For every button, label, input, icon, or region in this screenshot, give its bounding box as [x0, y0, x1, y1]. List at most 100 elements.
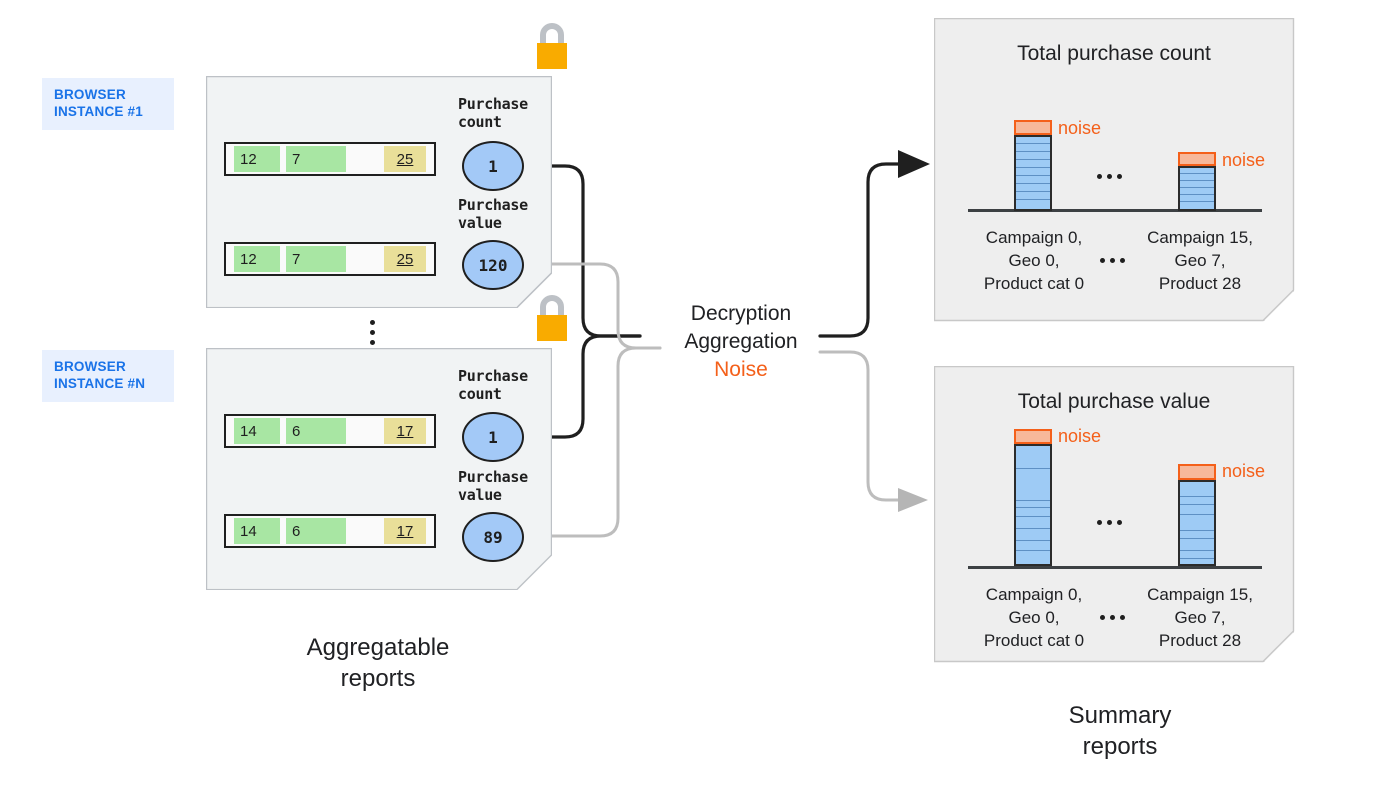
bar-segment	[1016, 175, 1050, 176]
bar-segment	[1180, 201, 1214, 202]
ellipsis-dot	[1110, 258, 1115, 263]
noise-cap-value-campaign-15	[1178, 464, 1216, 480]
key-cell-2: 7	[286, 246, 346, 272]
ellipsis-dot	[370, 320, 375, 325]
ellipsis-dot	[1100, 258, 1105, 263]
ellipsis-dot	[1107, 174, 1112, 179]
category-label-count-0: Campaign 0, Geo 0, Product cat 0	[983, 228, 1085, 293]
key-cell-2: 6	[286, 418, 346, 444]
noise-label-value-0: noise	[1058, 426, 1102, 446]
bar-segment	[1180, 530, 1214, 531]
bar-segment	[1180, 514, 1214, 515]
bar-segment	[1180, 558, 1214, 559]
bar-segment	[1016, 167, 1050, 168]
value-cell: 25	[384, 146, 426, 172]
noise-label-count-1: noise	[1222, 150, 1266, 170]
ellipsis-dot	[1097, 520, 1102, 525]
bar-segment	[1016, 528, 1050, 529]
browser-instance-n-badge: BROWSER INSTANCE #N	[42, 350, 174, 402]
category-label-value-1: Campaign 15, Geo 7, Product 28	[1147, 585, 1253, 650]
bar-value-campaign-15	[1178, 480, 1216, 566]
key-cell-1: 14	[234, 418, 280, 444]
key-cell-1: 14	[234, 518, 280, 544]
key-cell-1: 12	[234, 246, 280, 272]
ellipsis-dot	[370, 330, 375, 335]
process-decryption: Decryption	[690, 302, 792, 325]
chart-gap-ellipsis-value	[1097, 520, 1122, 525]
chart-axis-count	[968, 209, 1262, 212]
bar-segment	[1180, 538, 1214, 539]
key-cell-1: 12	[234, 146, 280, 172]
metric-label-purchase-count: Purchase count	[458, 367, 528, 403]
bar-segment	[1180, 173, 1214, 174]
metric-bubble-purchase-count: 1	[462, 141, 524, 191]
bar-segment	[1180, 504, 1214, 505]
ellipsis-dot	[370, 340, 375, 345]
metric-bubble-purchase-value: 89	[462, 512, 524, 562]
chart-axis-value	[968, 566, 1262, 569]
category-label-value-0: Campaign 0, Geo 0, Product cat 0	[983, 585, 1085, 650]
summary-title-count: Total purchase count	[1017, 42, 1211, 65]
metric-label-purchase-value: Purchase value	[458, 196, 528, 232]
bar-segment	[1016, 507, 1050, 508]
browser-instance-1-badge: BROWSER INSTANCE #1	[42, 78, 174, 130]
padlock-icon	[537, 23, 567, 69]
category-label-count-1: Campaign 15, Geo 7, Product 28	[1147, 228, 1253, 293]
ellipsis-dot	[1100, 615, 1105, 620]
bar-value-campaign-0	[1014, 444, 1052, 566]
metric-label-purchase-count: Purchase count	[458, 95, 528, 131]
process-aggregation: Aggregation	[684, 330, 798, 353]
noise-label-value-1: noise	[1222, 461, 1266, 481]
noise-cap-count-campaign-0	[1014, 120, 1052, 135]
ellipsis-dot	[1120, 615, 1125, 620]
value-cell-text: 17	[396, 422, 414, 440]
bar-segment	[1016, 143, 1050, 144]
metric-label-purchase-value: Purchase value	[458, 468, 528, 504]
bar-segment	[1016, 540, 1050, 541]
caption-aggregatable-reports: Aggregatable reports	[306, 634, 450, 692]
bar-segment	[1016, 550, 1050, 551]
bar-segment	[1180, 550, 1214, 551]
bar-segment	[1016, 516, 1050, 517]
aggregatable-key-row: 12 7 25	[224, 242, 436, 276]
bar-count-campaign-15	[1178, 166, 1216, 211]
noise-label-count-0: noise	[1058, 118, 1102, 138]
metric-bubble-purchase-value: 120	[462, 240, 524, 290]
noise-cap-value-campaign-0	[1014, 429, 1052, 444]
bar-segment	[1016, 159, 1050, 160]
bar-segment	[1016, 191, 1050, 192]
chart-gap-ellipsis-count	[1097, 174, 1122, 179]
value-cell: 25	[384, 246, 426, 272]
metric-bubble-purchase-count: 1	[462, 412, 524, 462]
value-cell-text: 25	[396, 150, 414, 168]
instances-vertical-ellipsis	[370, 320, 375, 345]
bar-count-campaign-0	[1014, 135, 1052, 211]
ellipsis-dot	[1110, 615, 1115, 620]
ellipsis-dot	[1120, 258, 1125, 263]
category-gap-ellipsis-count	[1100, 258, 1125, 263]
padlock-icon	[537, 295, 567, 341]
ellipsis-dot	[1117, 520, 1122, 525]
value-cell-text: 17	[396, 522, 414, 540]
ellipsis-dot	[1117, 174, 1122, 179]
key-cell-2: 6	[286, 518, 346, 544]
value-cell: 17	[384, 418, 426, 444]
process-noise: Noise	[714, 358, 768, 381]
bar-segment	[1016, 183, 1050, 184]
bar-segment	[1180, 194, 1214, 195]
value-cell: 17	[384, 518, 426, 544]
aggregatable-key-row: 12 7 25	[224, 142, 436, 176]
caption-summary-reports: Summary reports	[1068, 702, 1172, 760]
key-cell-2: 7	[286, 146, 346, 172]
summary-title-value: Total purchase value	[1017, 390, 1211, 413]
ellipsis-dot	[1107, 520, 1112, 525]
value-cell-text: 25	[396, 250, 414, 268]
bar-segment	[1016, 468, 1050, 469]
bar-segment	[1180, 180, 1214, 181]
bar-segment	[1180, 187, 1214, 188]
bar-segment	[1180, 496, 1214, 497]
process-block: Decryption Aggregation Noise	[660, 300, 822, 384]
category-gap-ellipsis-value	[1100, 615, 1125, 620]
ellipsis-dot	[1097, 174, 1102, 179]
